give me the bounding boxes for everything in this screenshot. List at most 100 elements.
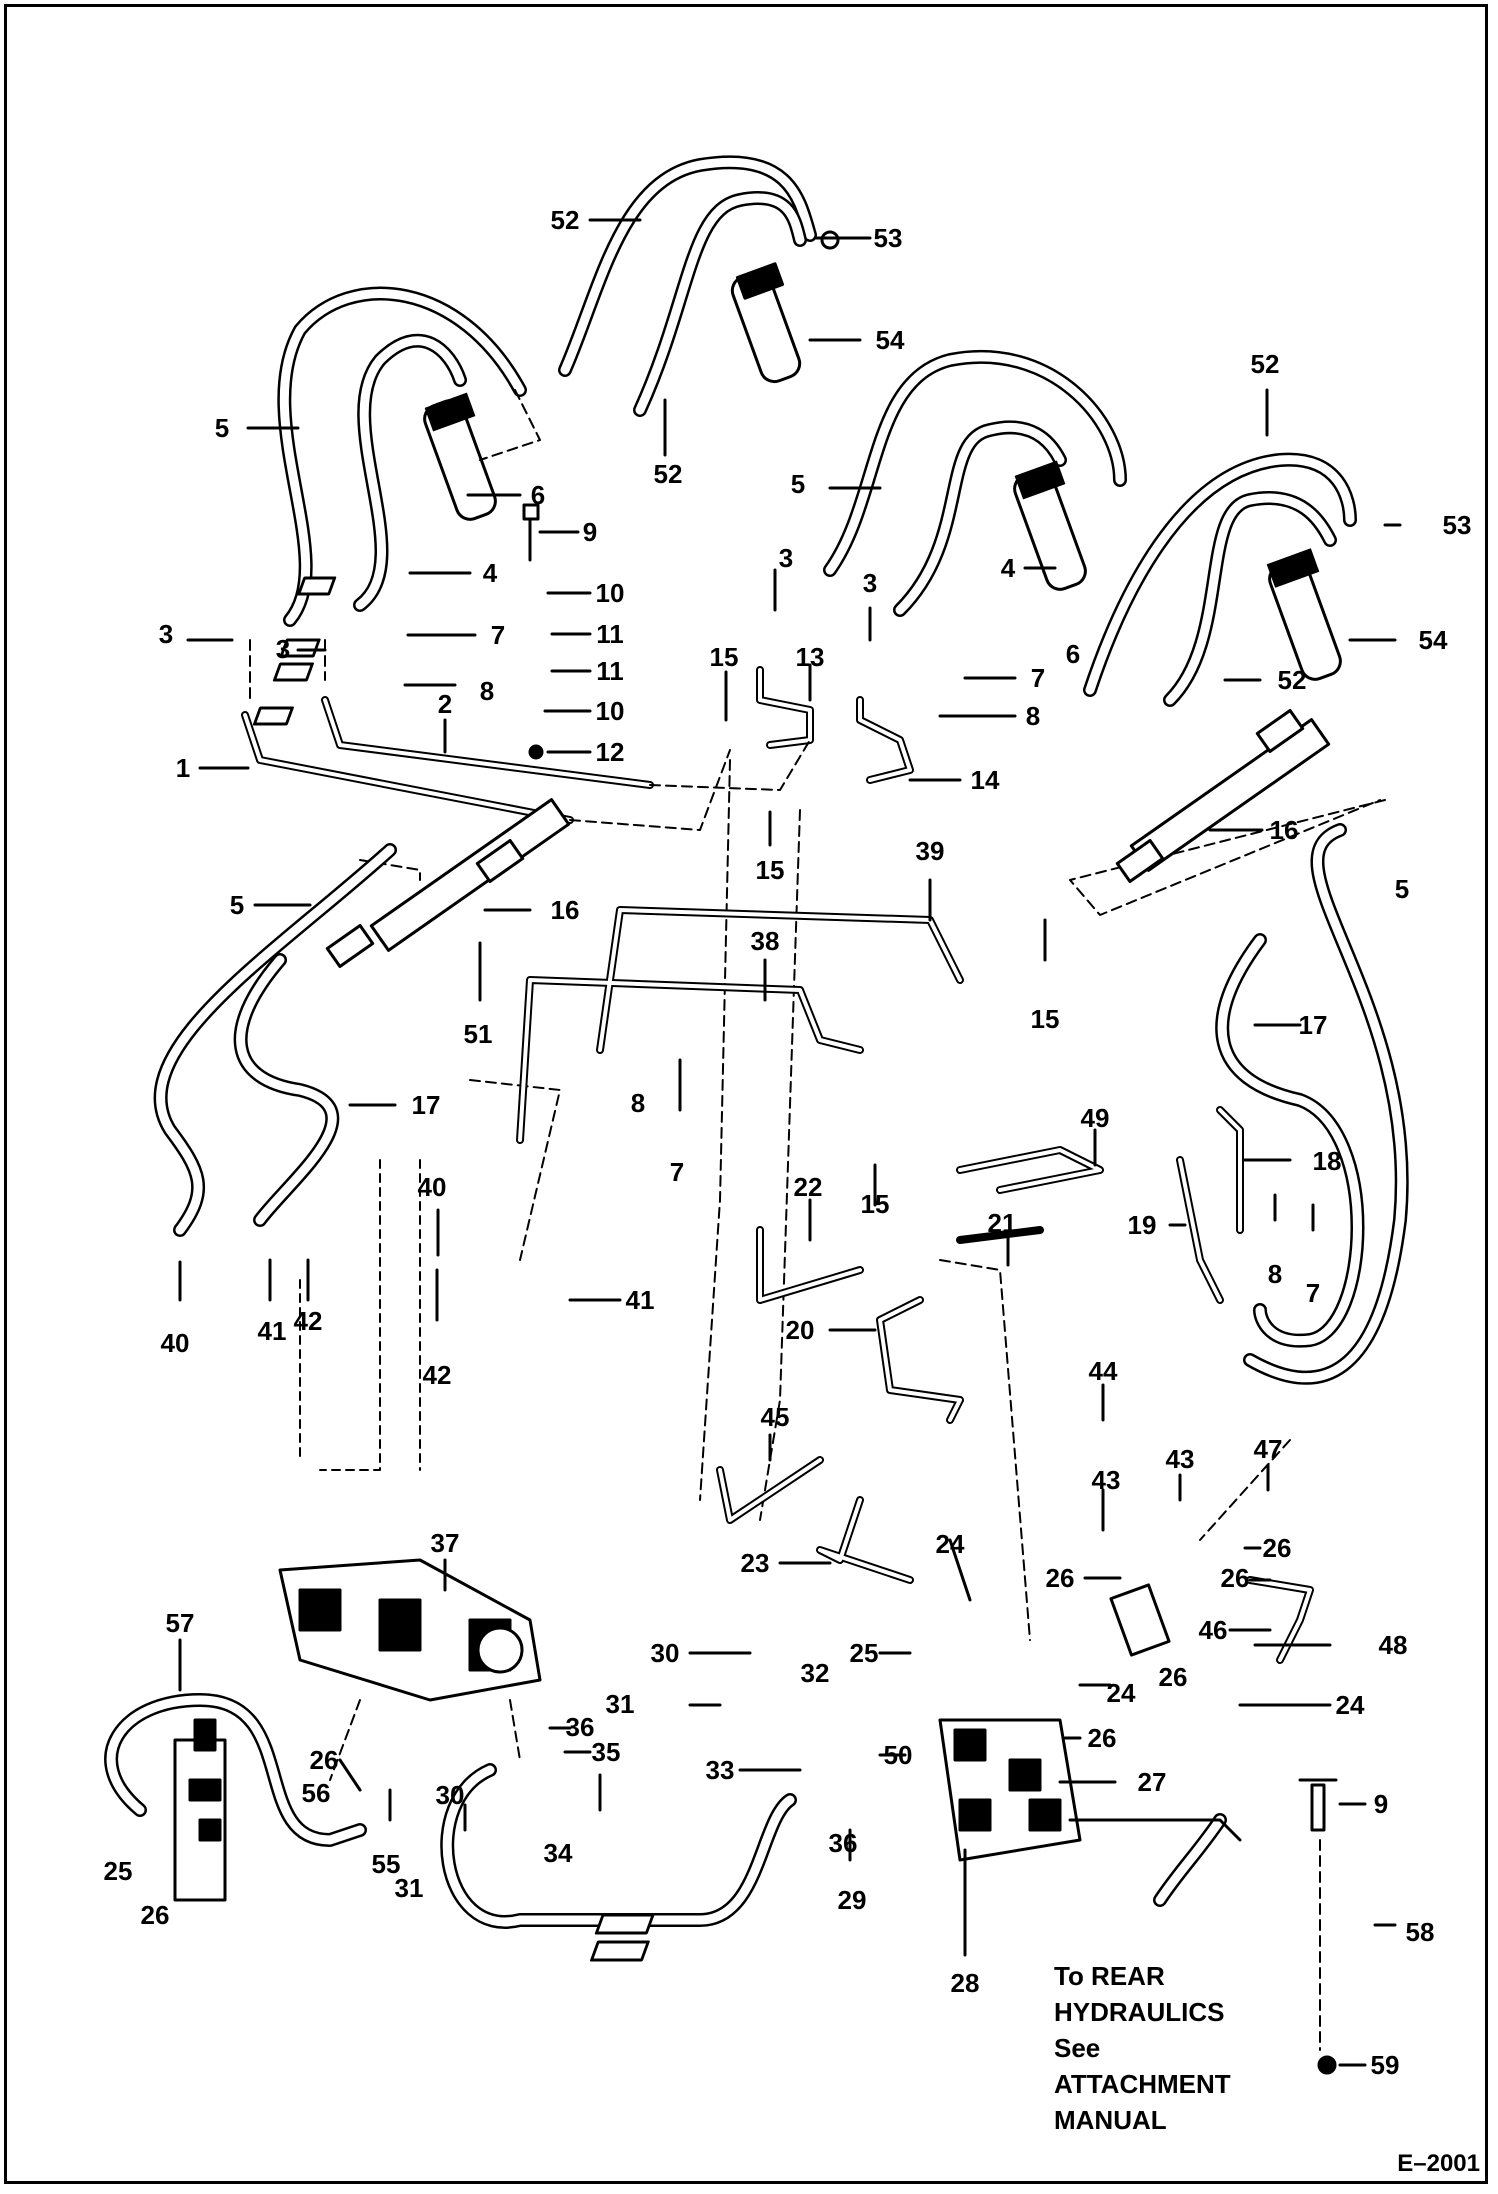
callout-label: 26 xyxy=(1159,1662,1188,1692)
callout-label: 29 xyxy=(838,1885,867,1915)
callout-label: 16 xyxy=(551,895,580,925)
callout-label: 26 xyxy=(310,1745,339,1775)
callout-label: 32 xyxy=(801,1658,830,1688)
callout-label: 10 xyxy=(596,696,625,726)
callout-label: 9 xyxy=(1374,1789,1388,1819)
callout-label: 7 xyxy=(1031,663,1045,693)
cylinder-16-left xyxy=(325,798,571,968)
callout-label: 52 xyxy=(1251,349,1280,379)
hose-group-far-right xyxy=(1083,452,1357,707)
callout-label: 43 xyxy=(1166,1444,1195,1474)
callout-label: 3 xyxy=(159,619,173,649)
callout-label: 5 xyxy=(1395,874,1409,904)
callout-label: 5 xyxy=(230,890,244,920)
callout-label: 36 xyxy=(566,1712,595,1742)
callout-label: 40 xyxy=(161,1328,190,1358)
callout-label: 45 xyxy=(761,1402,790,1432)
callout-label: 51 xyxy=(464,1019,493,1049)
callout-label: 15 xyxy=(1031,1004,1060,1034)
callout-label: 26 xyxy=(1046,1563,1075,1593)
callout-label: 53 xyxy=(1443,510,1472,540)
callout-label: 26 xyxy=(1263,1533,1292,1563)
hose-34 xyxy=(440,1763,797,1929)
callout-label: 53 xyxy=(874,223,903,253)
callout-label: 5 xyxy=(215,413,229,443)
callout-label: 15 xyxy=(710,642,739,672)
callout-label: 27 xyxy=(1138,1767,1167,1797)
callout-label: 57 xyxy=(166,1608,195,1638)
callout-label: 33 xyxy=(706,1755,735,1785)
callout-label: 44 xyxy=(1089,1356,1118,1386)
clamp-hardware-center xyxy=(252,503,544,760)
callout-label: 58 xyxy=(1406,1917,1435,1947)
callout-label: 30 xyxy=(436,1780,465,1810)
callout-label: 25 xyxy=(850,1638,879,1668)
callout-label: 18 xyxy=(1313,1146,1342,1176)
hose-group-upper-center xyxy=(558,155,840,417)
callout-label: 17 xyxy=(1299,1010,1328,1040)
callout-label: 22 xyxy=(794,1172,823,1202)
callout-label: 3 xyxy=(276,634,290,664)
callout-label: 8 xyxy=(631,1088,645,1118)
callout-label: 3 xyxy=(863,568,877,598)
callout-label: 52 xyxy=(551,205,580,235)
callout-label: 26 xyxy=(1088,1723,1117,1753)
callout-label: 3 xyxy=(779,543,793,573)
machine-frame-outline xyxy=(299,1159,421,1471)
callout-label: 17 xyxy=(412,1090,441,1120)
callout-label: 39 xyxy=(916,836,945,866)
callout-label: 35 xyxy=(592,1737,621,1767)
callout-label: 6 xyxy=(531,480,545,510)
callout-label: 21 xyxy=(988,1208,1017,1238)
callout-label: 7 xyxy=(670,1157,684,1187)
hose-5-17-right xyxy=(1215,823,1409,1385)
callout-label: 31 xyxy=(606,1689,635,1719)
callout-label: 47 xyxy=(1254,1434,1283,1464)
callout-label: 9 xyxy=(583,517,597,547)
callout-label: 11 xyxy=(596,656,624,686)
callout-label: 46 xyxy=(1199,1615,1228,1645)
hose-57 xyxy=(104,1693,367,1847)
rear-hydraulics-note: To REAR HYDRAULICS See ATTACHMENT MANUAL xyxy=(1054,1958,1231,2138)
callout-label: 12 xyxy=(596,737,625,767)
callout-label: 42 xyxy=(423,1360,452,1390)
leader-lines xyxy=(178,218,1402,2067)
callout-label: 16 xyxy=(1270,815,1299,845)
note-line: See xyxy=(1054,2033,1101,2063)
callout-label: 38 xyxy=(751,926,780,956)
valve-block-46 xyxy=(1109,1583,1171,1657)
dashed-connections xyxy=(249,389,1386,2051)
callout-label: 7 xyxy=(1306,1278,1320,1308)
cylinder-16-right xyxy=(1115,709,1331,883)
rear-hydraulics-hose xyxy=(1068,1813,1242,1907)
figure-code: E–2001 xyxy=(1397,2150,1480,2177)
callout-label: 24 xyxy=(1336,1690,1365,1720)
callout-label: 37 xyxy=(431,1528,460,1558)
callout-label: 52 xyxy=(654,459,683,489)
callout-label: 55 xyxy=(372,1849,401,1879)
callout-label: 28 xyxy=(951,1968,980,1998)
callout-label: 36 xyxy=(829,1828,858,1858)
tube-group-lower xyxy=(716,1106,1314,1664)
callout-label: 7 xyxy=(491,620,505,650)
callout-label: 52 xyxy=(1278,665,1307,695)
callout-labels: 52 53 54 52 52 53 54 52 5 6 9 4 10 3 3 7… xyxy=(104,205,1472,2080)
hose-5-17-left xyxy=(153,843,397,1237)
clamp-58-assembly xyxy=(590,1778,1338,2075)
hose-group-upper-left xyxy=(277,286,527,627)
note-line: HYDRAULICS xyxy=(1054,1997,1225,2027)
callout-label: 24 xyxy=(936,1529,965,1559)
callout-label: 34 xyxy=(544,1838,573,1868)
diagram-border xyxy=(4,4,1488,2184)
callout-label: 11 xyxy=(596,619,624,649)
callout-label: 15 xyxy=(861,1189,890,1219)
callout-label: 42 xyxy=(294,1306,323,1336)
callout-label: 8 xyxy=(480,676,494,706)
callout-label: 40 xyxy=(418,1172,447,1202)
callout-label: 23 xyxy=(741,1548,770,1578)
callout-label: 54 xyxy=(1419,625,1448,655)
callout-label: 19 xyxy=(1128,1210,1157,1240)
callout-label: 1 xyxy=(176,753,190,783)
callout-label: 5 xyxy=(791,469,805,499)
